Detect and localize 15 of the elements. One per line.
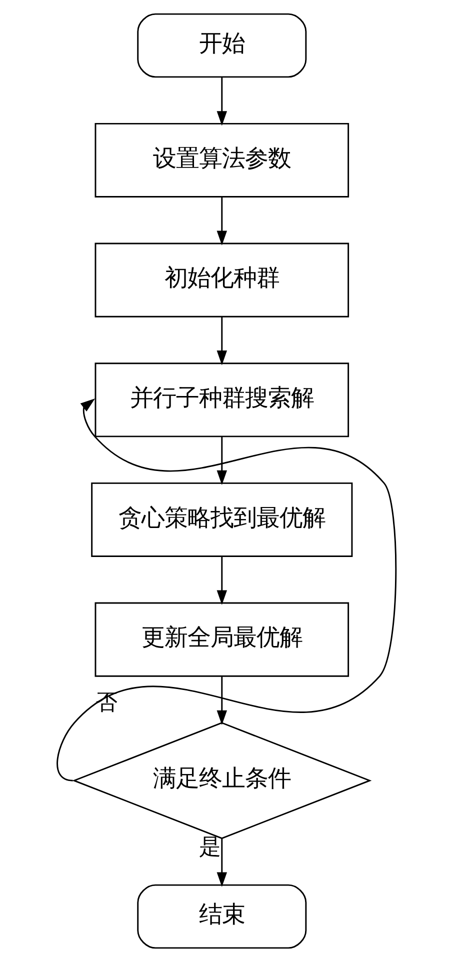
node-box: 并行子种群搜索解 bbox=[94, 362, 349, 438]
arrow bbox=[56, 398, 396, 782]
arrow bbox=[216, 196, 227, 246]
node-box: 设置算法参数 bbox=[94, 122, 349, 198]
arrow bbox=[216, 838, 227, 887]
node-box: 更新全局最优解 bbox=[94, 602, 349, 677]
node-box: 结束 bbox=[136, 884, 306, 949]
node-box: 初始化种群 bbox=[94, 242, 349, 318]
arrow bbox=[216, 76, 227, 126]
node-box: 贪心策略找到最优解 bbox=[90, 482, 352, 557]
arrow bbox=[216, 556, 227, 605]
arrow bbox=[216, 316, 227, 366]
arrow bbox=[216, 676, 227, 725]
node-box: 开始 bbox=[136, 13, 306, 78]
arrow bbox=[216, 436, 227, 486]
